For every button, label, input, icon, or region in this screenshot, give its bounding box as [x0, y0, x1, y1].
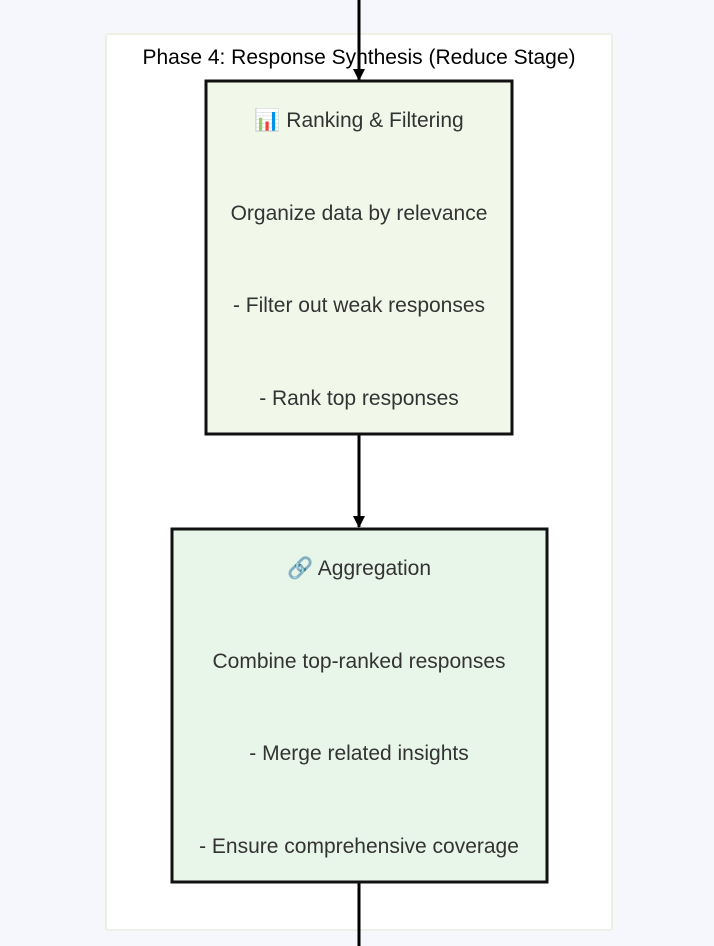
- node-ranking-box: [204, 79, 514, 436]
- node-aggregation-title: 🔗 Aggregation: [287, 555, 431, 581]
- node-ranking-title: 📊 Ranking & Filtering: [254, 107, 463, 132]
- node-ranking-line: - Rank top responses: [259, 387, 459, 410]
- node-aggregation-line: Combine top-ranked responses: [213, 650, 506, 673]
- node-aggregation: 🔗 Aggregation Combine top-ranked respons…: [170, 527, 549, 884]
- node-aggregation-line: - Ensure comprehensive coverage: [199, 835, 519, 858]
- node-ranking-line: - Filter out weak responses: [233, 294, 485, 317]
- node-ranking-filtering: 📊 Ranking & Filtering Organize data by r…: [204, 79, 514, 436]
- node-aggregation-line: - Merge related insights: [249, 742, 468, 765]
- node-ranking-line: Organize data by relevance: [231, 202, 488, 225]
- node-aggregation-box: [170, 527, 549, 884]
